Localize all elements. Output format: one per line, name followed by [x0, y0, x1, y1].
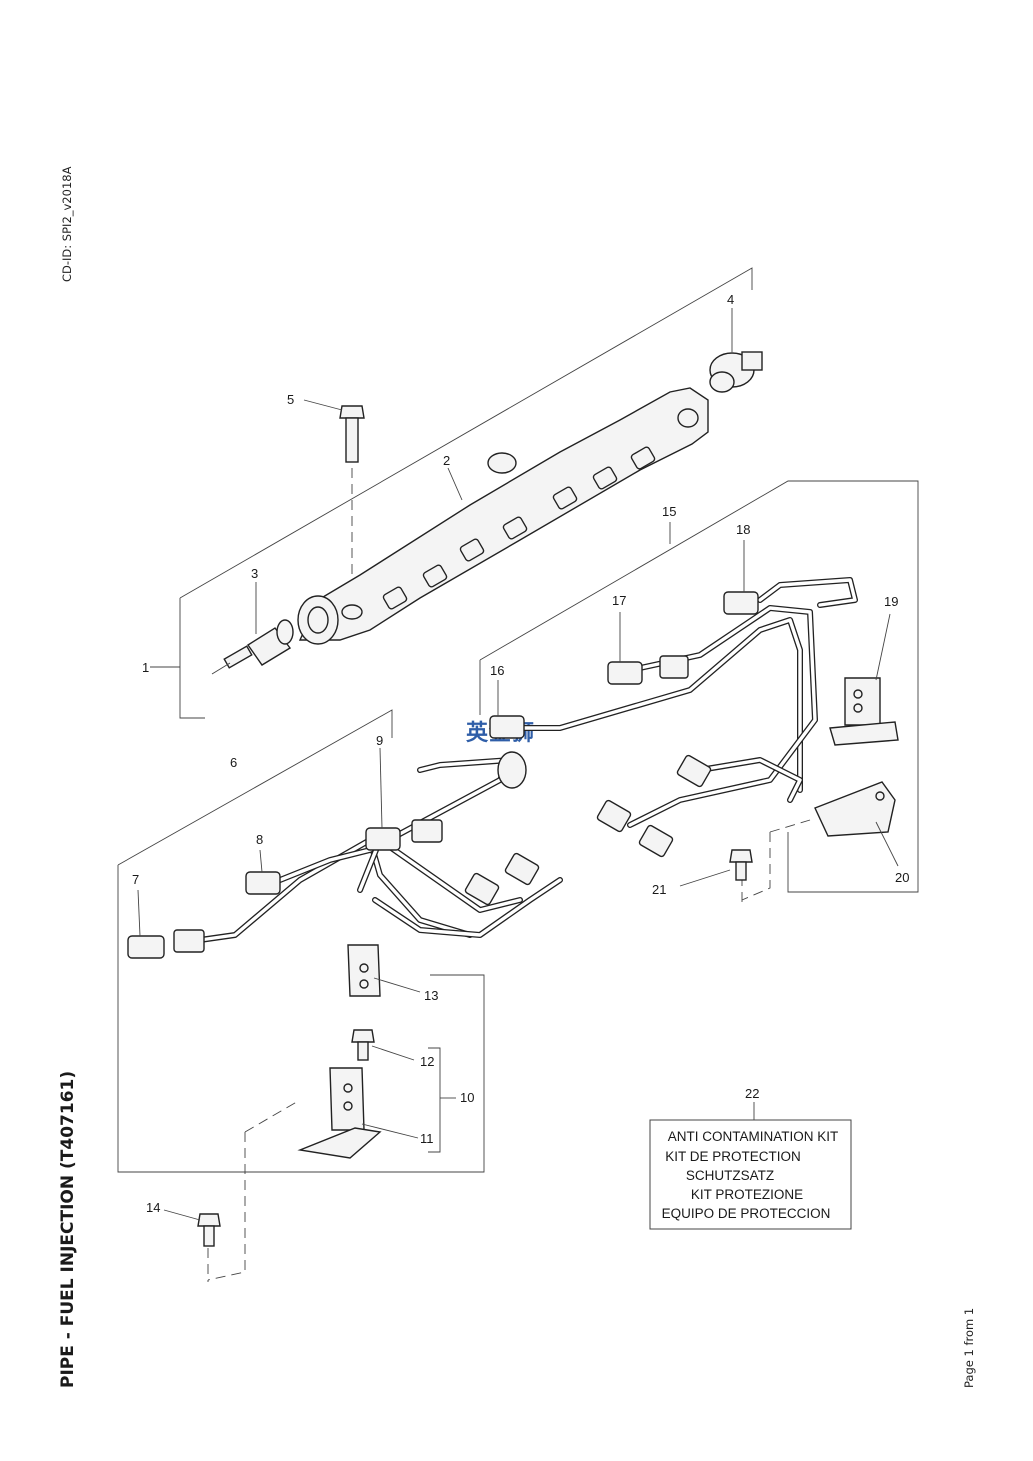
callout-18: 18 — [736, 522, 750, 537]
callout-4: 4 — [727, 292, 734, 307]
dash-20 — [769, 819, 811, 833]
callout-5: 5 — [287, 392, 294, 407]
fuel-rail-part — [297, 387, 709, 645]
callout-17: 17 — [612, 593, 626, 608]
callout-3: 3 — [251, 566, 258, 581]
dash-21 — [741, 832, 771, 901]
callout-22: 22 — [745, 1086, 759, 1101]
callout-11: 11 — [420, 1131, 434, 1146]
frame-bracket-6 — [117, 865, 485, 1173]
damper-9 — [497, 751, 527, 789]
nut-6a — [464, 872, 500, 906]
callout-8: 8 — [256, 832, 263, 847]
bolt-21-part — [729, 849, 753, 881]
clamp-bracket-19-part — [829, 677, 899, 746]
kit-line-3: SCHUTZSATZ — [686, 1168, 774, 1183]
callout-20: 20 — [895, 870, 909, 885]
callout-21: 21 — [652, 882, 666, 897]
plate-20-part — [814, 781, 896, 837]
nut-lower-b — [638, 824, 674, 858]
rail-outlets — [382, 446, 656, 610]
callout-7: 7 — [132, 872, 139, 887]
kit-line-5: EQUIPO DE PROTECCION — [662, 1206, 831, 1221]
nut-9 — [411, 819, 443, 843]
nut-6b — [504, 852, 540, 886]
frame-rail-assembly — [179, 267, 753, 599]
pipe-set-15-part — [489, 577, 858, 858]
anti-contamination-kit-box: ANTI CONTAMINATION KIT KIT DE PROTECTION… — [649, 1119, 852, 1230]
bolt-14-part — [197, 1213, 221, 1247]
bolt-5-part — [339, 405, 365, 463]
fitting-16 — [489, 715, 525, 739]
callout-1: 1 — [142, 660, 149, 675]
callout-2: 2 — [443, 453, 450, 468]
callout-10: 10 — [460, 1090, 474, 1105]
callout-labels: 1 2 3 4 5 6 7 8 9 10 11 12 13 14 15 16 1… — [132, 292, 909, 1215]
bracket-11-part — [297, 1067, 382, 1159]
callout-15: 15 — [662, 504, 676, 519]
frame-pipe-set-6 — [117, 709, 393, 866]
callout-13: 13 — [424, 988, 438, 1003]
kit-line-2: KIT DE PROTECTION — [665, 1149, 801, 1164]
bolt-12-part — [351, 1029, 375, 1061]
nut-17 — [659, 655, 689, 679]
kit-line-1: ANTI CONTAMINATION KIT — [668, 1129, 839, 1144]
frame-rail-bracket — [179, 598, 205, 719]
nut-lower-a — [596, 799, 632, 833]
nut-lower-c — [676, 754, 712, 788]
fitting-18 — [723, 591, 759, 615]
clamp-13-part — [347, 944, 381, 997]
pressure-valve-part — [211, 619, 294, 675]
callout-16: 16 — [490, 663, 504, 678]
callout-14: 14 — [146, 1200, 160, 1215]
rail-pressure-sensor-part — [709, 351, 763, 393]
pipe-set-6-part — [127, 751, 563, 959]
fitting-17 — [607, 661, 643, 685]
callout-6: 6 — [230, 755, 237, 770]
fitting-9 — [365, 827, 401, 851]
callout-9: 9 — [376, 733, 383, 748]
callout-19: 19 — [884, 594, 898, 609]
nut-7 — [173, 929, 205, 953]
fitting-8 — [245, 871, 281, 895]
leader-lines — [137, 308, 899, 1221]
frame-pipe-set-15 — [479, 480, 919, 893]
callout-12: 12 — [420, 1054, 434, 1069]
fitting-7 — [127, 935, 165, 959]
bracket-10 — [428, 1047, 441, 1153]
dash-11 — [244, 1099, 301, 1133]
dash-14 — [207, 1132, 246, 1281]
kit-line-4: KIT PROTEZIONE — [691, 1187, 803, 1202]
